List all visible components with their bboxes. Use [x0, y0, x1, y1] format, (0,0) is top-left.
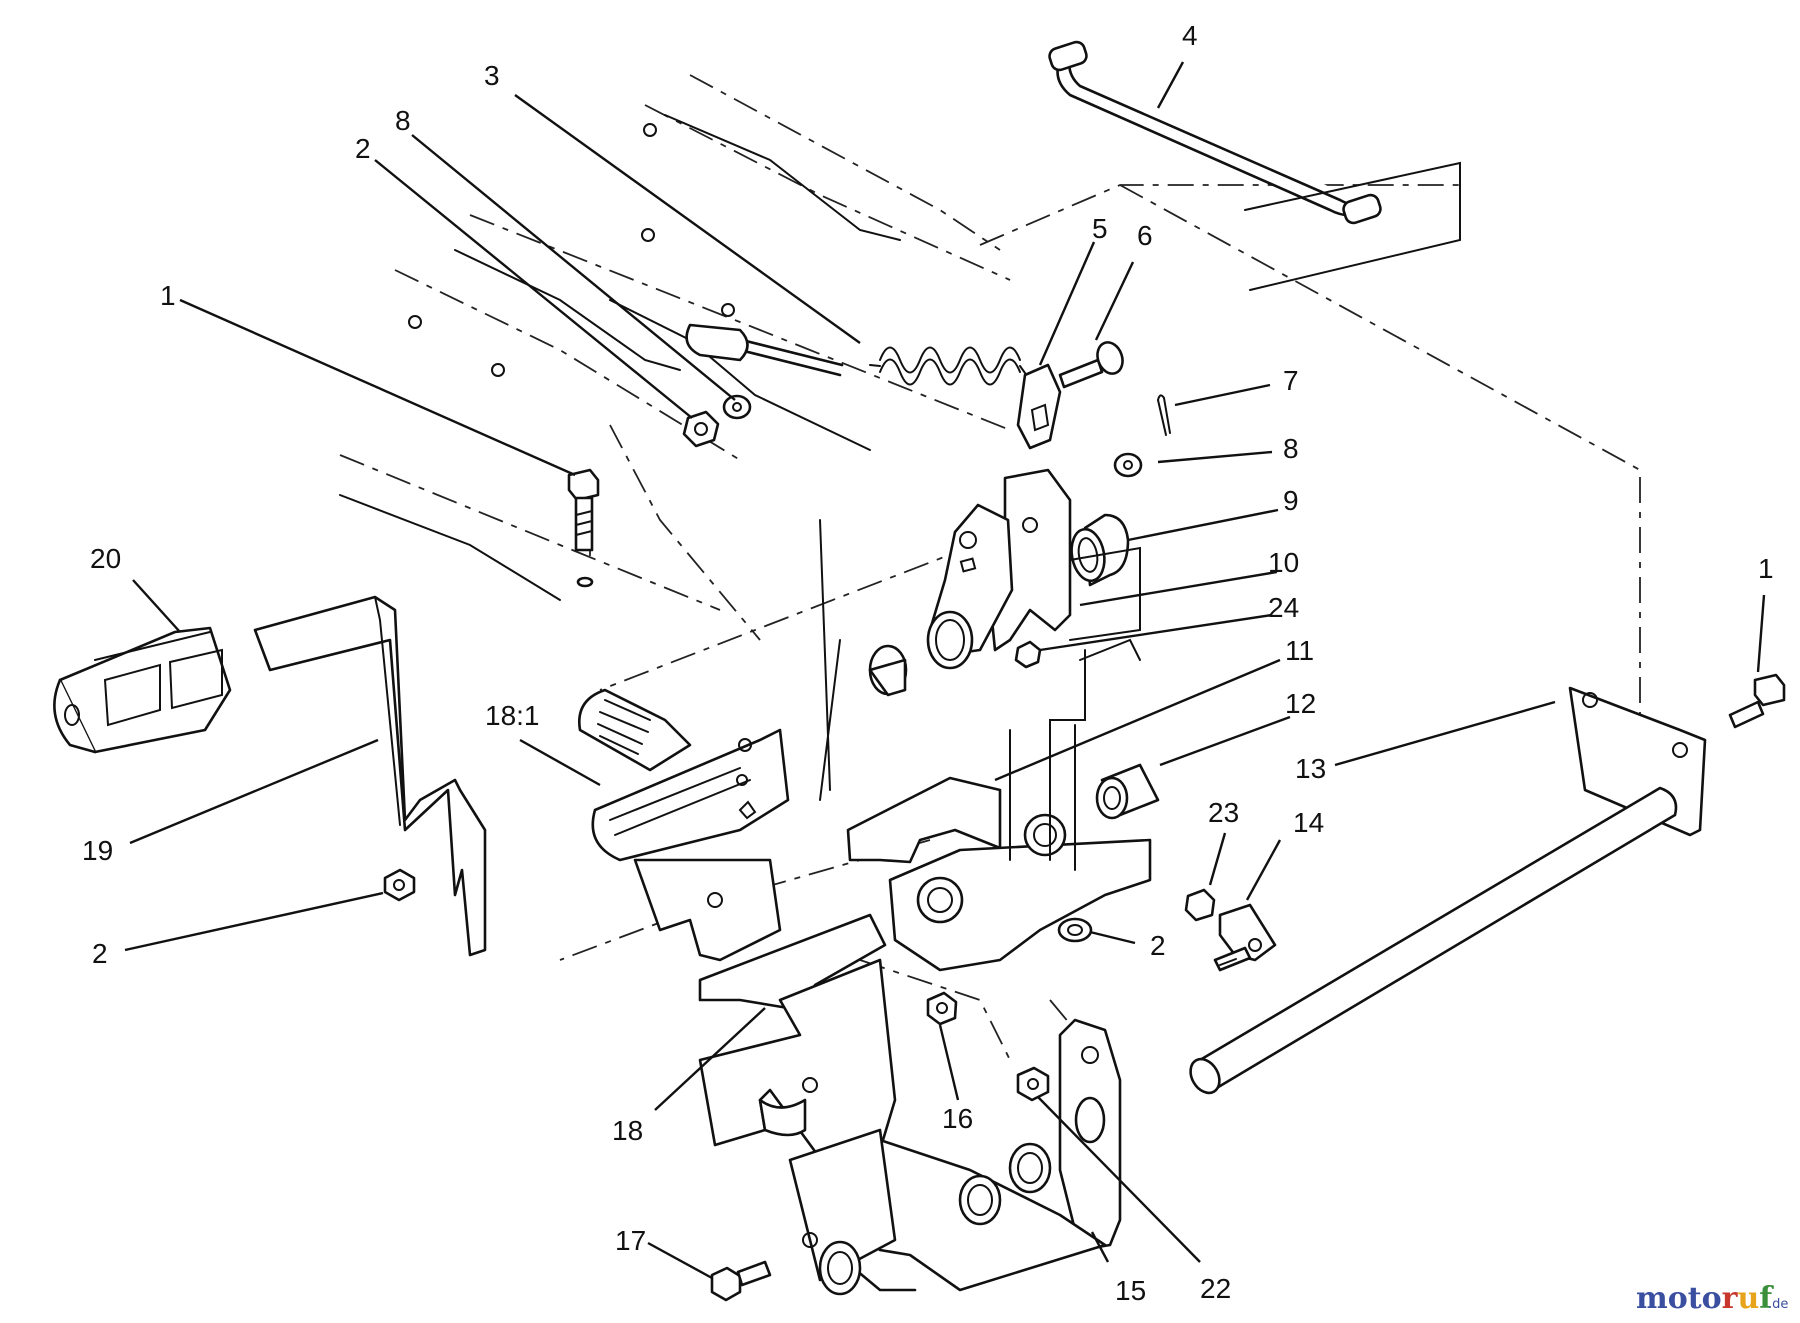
watermark-logo: motoruf .de [1636, 1281, 1788, 1316]
pivot-plate [846, 638, 1152, 972]
pedal-arm [253, 595, 487, 957]
callout-13-shaft: 13 [1295, 753, 1326, 784]
callout-2-nut-mid: 2 [1150, 930, 1166, 961]
callout-23-nut: 23 [1208, 797, 1239, 828]
hex-nut-icon [383, 868, 416, 902]
hex-bolt-icon [1728, 673, 1786, 729]
pedal-bracket-upper [868, 468, 1141, 697]
callout-18-pedal-bracket: 18 [612, 1115, 643, 1146]
hex-bolt-icon [567, 468, 600, 588]
callout-9-bushing: 9 [1283, 485, 1299, 516]
hex-nut-icon [1016, 1066, 1050, 1102]
callout-5-clip: 5 [1092, 213, 1108, 244]
callout-15-mount: 15 [1115, 1275, 1146, 1306]
swivel-connector [1213, 903, 1277, 972]
callout-12-spacer: 12 [1285, 688, 1316, 719]
callout-22-nut: 22 [1200, 1273, 1231, 1304]
clevis-pin [1058, 341, 1124, 389]
callout-8-washer-top: 8 [395, 105, 411, 136]
hex-bolt-icon [710, 1260, 772, 1302]
callout-1-bolt: 1 [160, 280, 176, 311]
pedal-pad [53, 626, 232, 754]
callout-labels: 1 2 8 3 4 5 6 7 8 9 10 24 11 12 13 1 20 … [82, 20, 1774, 1306]
callout-6-pin: 6 [1137, 220, 1153, 251]
callout-11-plate: 11 [1285, 635, 1314, 666]
cotter-pin-icon [1157, 394, 1171, 436]
watermark-brand: motoruf [1636, 1281, 1774, 1316]
callout-8-washer: 8 [1283, 433, 1299, 464]
flat-washer-icon [722, 394, 752, 420]
pedal-bracket [633, 858, 897, 1167]
callout-7-cotter: 7 [1283, 365, 1299, 396]
callout-17-bolt: 17 [615, 1225, 646, 1256]
lower-mount-bracket [788, 1018, 1122, 1296]
callout-18-1-pedal: 18:1 [485, 700, 540, 731]
callout-19-pedal-arm: 19 [82, 835, 113, 866]
leader-lines [124, 61, 1766, 1280]
watermark-suffix: .de [1768, 1297, 1788, 1312]
callout-2-nut-top: 2 [355, 133, 371, 164]
brake-pedal [577, 688, 790, 862]
callout-1-bolt-right: 1 [1758, 553, 1774, 584]
callout-14-swivel: 14 [1293, 807, 1324, 838]
callout-4-rod: 4 [1182, 20, 1198, 51]
clip-bracket [1016, 363, 1062, 450]
callout-16-nut: 16 [942, 1103, 973, 1134]
callout-24-nut: 24 [1268, 592, 1299, 623]
hex-nut-icon [926, 991, 958, 1026]
hex-nut-icon [1184, 888, 1216, 922]
link-rod [1048, 40, 1461, 291]
hex-nut-icon [1057, 917, 1093, 943]
callout-10-bracket: 10 [1268, 547, 1299, 578]
flat-washer-icon [1113, 452, 1143, 478]
frame-outline [339, 114, 901, 801]
cross-shaft [1189, 686, 1707, 1095]
callout-2-nut-left: 2 [92, 938, 108, 969]
bushing-icon [1095, 763, 1160, 820]
hex-nut-icon [682, 410, 720, 448]
hex-nut-icon [1014, 640, 1042, 669]
spring-icon [685, 323, 1031, 386]
bushing-icon [1070, 513, 1130, 587]
callout-20-pad: 20 [90, 543, 121, 574]
callout-3-spring: 3 [484, 60, 500, 91]
